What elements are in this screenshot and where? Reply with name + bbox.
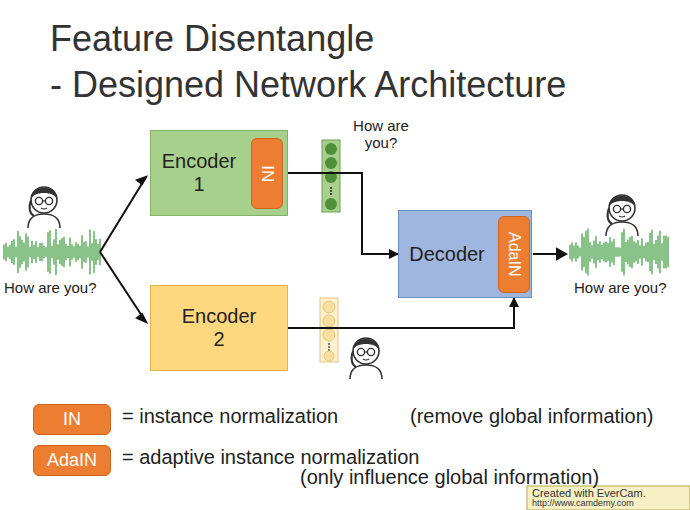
encoder-box: Encoder 1 IN bbox=[150, 130, 288, 216]
legend-note: (remove global information) bbox=[410, 405, 653, 428]
utterance-label: How are you? bbox=[4, 279, 97, 296]
speaker-icon bbox=[606, 195, 638, 236]
speaker-icon bbox=[350, 338, 382, 379]
norm-layer: IN bbox=[251, 138, 283, 209]
speaker-icon bbox=[28, 187, 60, 228]
watermark-panel bbox=[527, 486, 690, 510]
connector bbox=[288, 298, 514, 328]
content-vector bbox=[322, 140, 340, 212]
node-label: IN bbox=[63, 409, 81, 430]
encoder-box: Encoder 2 bbox=[150, 285, 288, 371]
norm-layer: AdaIN bbox=[498, 216, 530, 293]
connector bbox=[288, 173, 398, 254]
node-label: Encoder 1 bbox=[157, 150, 241, 196]
speaker-vector bbox=[320, 298, 338, 362]
node-label: Decoder bbox=[409, 243, 485, 266]
node-label: IN bbox=[257, 165, 277, 182]
watermark: http://www.camdemy.com bbox=[532, 498, 634, 508]
legend-note: (only influence global information) bbox=[300, 466, 599, 489]
waveform bbox=[4, 229, 100, 275]
utterance-label: How are you? bbox=[574, 279, 667, 296]
legend-text: = adaptive instance normalization bbox=[122, 446, 419, 469]
node-label: AdaIN bbox=[47, 450, 97, 471]
watermark: Created with EverCam. bbox=[532, 487, 646, 500]
legend-text: = instance normalization bbox=[122, 405, 338, 428]
legend-key: IN bbox=[33, 404, 111, 435]
content-label: How are you? bbox=[348, 117, 414, 152]
node-label: AdaIN bbox=[505, 232, 523, 276]
node-label: Encoder 2 bbox=[177, 305, 261, 351]
title: Feature Disentangle bbox=[50, 18, 374, 59]
waveform bbox=[570, 228, 668, 275]
subtitle: - Designed Network Architecture bbox=[50, 64, 566, 105]
decoder-box: Decoder AdaIN bbox=[398, 210, 532, 298]
legend-key: AdaIN bbox=[33, 445, 111, 476]
